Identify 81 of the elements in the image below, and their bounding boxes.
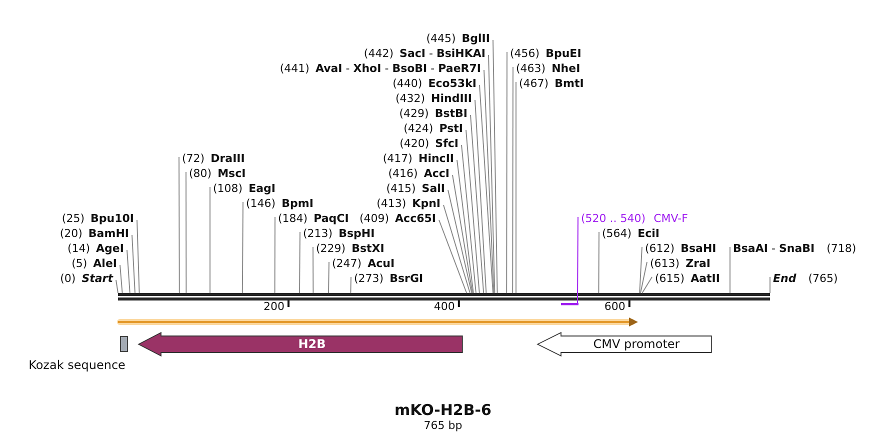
restriction-site-label: (273) BsrGI: [354, 272, 424, 286]
restriction-site-label: (613) ZraI: [650, 257, 711, 271]
restriction-site-label: (416) AccI: [388, 167, 450, 181]
leader-line: [466, 130, 480, 294]
leader-line: [132, 234, 136, 294]
sequence-end-label: End (765): [773, 272, 838, 286]
leader-line: [178, 156, 180, 294]
restriction-site-label: (417) HincII: [382, 152, 454, 166]
sequence-length: 765 bp: [424, 419, 462, 433]
map-title: mKO-H2B-6: [394, 401, 492, 419]
leader-line: [461, 144, 476, 294]
restriction-site-label: (456) BpuEI: [510, 47, 582, 61]
restriction-site-label: (146) BpmI: [246, 197, 314, 211]
leader-line: [639, 246, 642, 294]
restriction-site-label: (445) BglII: [426, 32, 490, 46]
leader-line: [299, 232, 300, 294]
restriction-site-label: (247) AcuI: [332, 257, 395, 271]
leader-line: [598, 232, 600, 294]
primer-label: (520 .. 540) CMV-F: [581, 212, 688, 226]
restriction-site-label: (108) EagI: [213, 182, 276, 196]
primer-bar: [561, 303, 578, 306]
restriction-site-label: (72) DraIII: [182, 152, 245, 166]
restriction-site-label: (413) KpnI: [376, 197, 440, 211]
restriction-site-label: (441) AvaI - XhoI - BsoBI - PaeR7I: [280, 62, 481, 76]
restriction-site-label: (409) Acc65I: [359, 212, 436, 226]
restriction-site-label: (463) NheI: [516, 62, 580, 76]
reading-frame-arrow: [117, 318, 638, 326]
restriction-site-label: (415) SalI: [386, 182, 445, 196]
restriction-site-label: BsaAI - SnaBI (718): [733, 242, 856, 256]
leader-line: [642, 276, 652, 294]
restriction-site-label: (429) BstBI: [399, 107, 468, 121]
leader-line: [577, 216, 578, 304]
leader-line: [640, 262, 648, 294]
leader-line: [474, 100, 487, 294]
restriction-site-label: (615) AatII: [655, 272, 720, 286]
leader-line: [484, 70, 494, 294]
leader-line: [116, 280, 118, 294]
restriction-site-label: (5) AleI: [72, 257, 117, 271]
restriction-site-label: (424) PstI: [404, 122, 463, 136]
leader-line: [438, 220, 468, 294]
restriction-site-label: (564) EciI: [602, 227, 660, 241]
leader-line: [126, 250, 130, 294]
restriction-site-label: (213) BspHI: [303, 227, 375, 241]
feature-label: CMV promoter: [593, 336, 680, 351]
leader-line: [492, 40, 498, 294]
leader-line: [456, 160, 474, 294]
scale-label: 200: [264, 300, 284, 314]
restriction-site-label: (467) BmtI: [519, 77, 584, 91]
leader-line: [312, 246, 314, 294]
restriction-site-label: (440) Eco53kI: [392, 77, 476, 91]
scale-label: 600: [604, 300, 626, 314]
restriction-site-label: (14) AgeI: [67, 242, 124, 256]
leader-line: [186, 172, 187, 294]
leader-line: [242, 202, 244, 294]
restriction-site-label: (442) SacI - BsiHKAI: [364, 47, 486, 61]
feature-label: Kozak sequence: [28, 358, 126, 372]
restriction-site-label: (229) BstXI: [316, 242, 384, 256]
scale-label: 400: [434, 300, 455, 314]
leader-line: [448, 190, 472, 294]
leader-line: [470, 114, 484, 294]
leader-line: [506, 52, 508, 294]
feature-label: H2B: [298, 336, 326, 351]
leader-line: [328, 262, 330, 294]
leader-line: [136, 220, 140, 294]
leader-line: [512, 66, 514, 294]
restriction-site-label: (20) BamHI: [60, 227, 129, 241]
restriction-site-label: (80) MscI: [189, 167, 246, 181]
leader-line: [452, 174, 473, 294]
restriction-site-label: (184) PaqCI: [278, 212, 349, 226]
sequence-start-label: (0) Start: [60, 272, 113, 286]
restriction-site-label: (612) BsaHI: [645, 242, 716, 256]
leader-line: [350, 276, 352, 294]
leader-line: [120, 264, 123, 294]
leader-line: [274, 216, 276, 294]
dna-sequence-line: [118, 293, 770, 300]
restriction-site-label: (420) SfcI: [400, 137, 458, 151]
restriction-site-label: (25) Bpu10I: [62, 212, 134, 226]
restriction-site-label: (432) HindIII: [395, 92, 472, 106]
leader-line: [488, 54, 496, 294]
leader-line: [479, 84, 494, 294]
leader-line: [443, 204, 470, 294]
